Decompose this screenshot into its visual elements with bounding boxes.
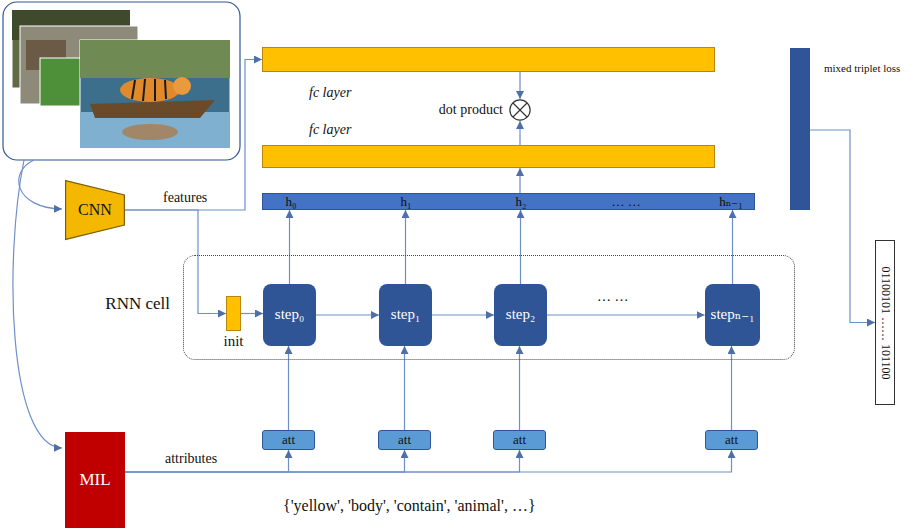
dot-product-circle xyxy=(509,99,531,121)
binary-code: 01100101 …… 101100 xyxy=(878,266,892,379)
connector-arrow xyxy=(405,210,406,284)
mil-block: MIL xyxy=(65,432,125,528)
cnn-trapezoid-outline xyxy=(66,181,125,240)
photo-tiger xyxy=(80,40,230,148)
image-to-cnn-line xyxy=(19,160,62,209)
connector-arrow xyxy=(125,450,405,472)
connector-arrow xyxy=(289,210,290,284)
connector-arrow xyxy=(125,60,262,211)
photo-tiger-foliage xyxy=(80,40,230,78)
rnn-step-box: step₂ xyxy=(494,284,547,346)
step-name: stepₙ₋₁ xyxy=(711,306,755,323)
attribute-set-label: {'yellow', 'body', 'contain', 'animal', … xyxy=(283,497,536,515)
photo-tiger-stripes xyxy=(132,79,166,101)
block-name: CNN xyxy=(78,201,112,219)
connector-arrow xyxy=(316,314,379,315)
attention-box: att xyxy=(262,430,315,450)
attention-box: att xyxy=(378,430,431,450)
connector-arrow xyxy=(125,450,732,472)
attention-name: att xyxy=(282,433,295,448)
connector-arrow xyxy=(519,72,520,99)
loss-bar: mixed triplet loss xyxy=(790,48,810,210)
connector-arrow xyxy=(732,210,733,284)
image-to-mil-line xyxy=(13,160,62,448)
connector-arrow xyxy=(519,168,520,193)
loss-name: mixed triplet loss xyxy=(824,62,900,75)
operator-name: dot product xyxy=(439,102,503,118)
dot-product-operator: dot product xyxy=(509,99,531,121)
rnn-step-box: step₁ xyxy=(379,284,432,346)
step-name: step₀ xyxy=(275,306,304,323)
connector-arrow xyxy=(432,314,494,315)
connector-arrow xyxy=(125,450,289,472)
operator-cross xyxy=(513,103,527,117)
connector-arrow xyxy=(125,450,520,472)
layer-name: fc layer xyxy=(309,85,351,101)
init-name: init xyxy=(223,333,243,350)
connector-arrow xyxy=(519,346,520,430)
attention-name: att xyxy=(725,433,738,448)
photo-boat xyxy=(90,100,215,118)
rnn-cell-region: RNN cellinitstep₀step₁step₂stepₙ₋₁ xyxy=(183,255,795,360)
step-name: step₂ xyxy=(506,306,535,323)
photo-tiger-reflection xyxy=(122,124,178,140)
hidden-state-name: h₂ xyxy=(515,194,526,209)
attention-name: att xyxy=(398,433,411,448)
rnn-step-box: stepₙ₋₁ xyxy=(705,284,761,346)
connector-arrow xyxy=(241,313,263,314)
image-stack-frame xyxy=(3,2,240,160)
photo-tiger-body xyxy=(120,78,180,102)
layer-name: fc layer xyxy=(309,122,351,138)
connector-arrow xyxy=(731,346,732,430)
connector-arrow xyxy=(810,130,875,323)
hidden-state-name: h₀ xyxy=(285,194,296,209)
attention-box: att xyxy=(705,430,758,450)
photo-tiger-head xyxy=(173,77,191,95)
connector-arrow xyxy=(288,346,289,430)
connector-arrow xyxy=(404,346,405,430)
operator-circle xyxy=(510,100,530,120)
connector-arrow xyxy=(519,121,520,145)
attention-name: att xyxy=(513,433,526,448)
cnn-block: CNN xyxy=(65,180,125,240)
connector-arrow xyxy=(520,210,521,284)
hidden-state-name: hₙ₋₁ xyxy=(719,194,743,209)
fc-layer-bar: fc layer xyxy=(262,47,715,72)
rnn-step-box: step₀ xyxy=(263,284,316,346)
hidden-state-name: … … xyxy=(611,194,640,209)
hidden-state-bar: h₀ h₁ h₂ … … hₙ₋₁ xyxy=(262,193,755,210)
hidden-state-name: h₁ xyxy=(400,194,411,209)
feature-label: features xyxy=(163,190,207,206)
ellipsis-label: … … xyxy=(597,289,629,305)
attribute-label: attributes xyxy=(165,451,217,467)
attention-box: att xyxy=(493,430,546,450)
block-name: MIL xyxy=(79,470,110,490)
fc-layer-bar: fc layer xyxy=(262,145,715,168)
binary-code-box: 01100101 …… 101100 xyxy=(875,240,895,405)
connector-arrow xyxy=(547,314,705,315)
init-state-box: init xyxy=(226,296,241,331)
region-name: RNN cell xyxy=(105,294,170,314)
step-name: step₁ xyxy=(391,306,420,323)
